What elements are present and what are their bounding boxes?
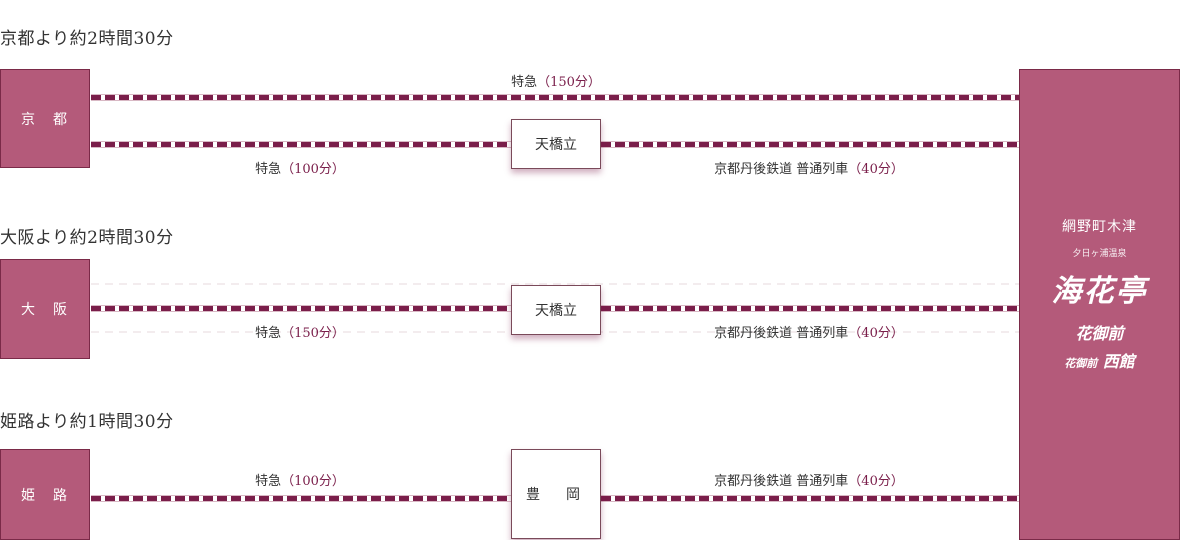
himeji-tango-name: 京都丹後鉄道 普通列車 bbox=[714, 474, 849, 489]
himeji-express-minutes: （100分） bbox=[281, 474, 345, 489]
kyoto-tango-rail bbox=[601, 142, 1019, 147]
kyoto-route-title: 京都より約2時間30分 bbox=[0, 29, 174, 49]
himeji-transfer-toyooka: 豊 岡 bbox=[511, 449, 601, 539]
destination-area: 網野町木津 bbox=[1062, 219, 1137, 235]
himeji-express-name: 特急 bbox=[255, 474, 282, 489]
osaka-express-label: 特急（150分） bbox=[255, 322, 345, 341]
kyoto-express-label: 特急（100分） bbox=[255, 158, 345, 177]
kyoto-express-minutes: （100分） bbox=[281, 162, 345, 177]
destination-onsen: 夕日ヶ浦温泉 bbox=[1072, 249, 1127, 259]
destination-annex-2-name: 西館 bbox=[1102, 352, 1135, 371]
kyoto-tango-label: 京都丹後鉄道 普通列車（40分） bbox=[714, 158, 904, 177]
osaka-express-minutes: （150分） bbox=[281, 326, 345, 341]
kyoto-station-box: 京 都 bbox=[0, 69, 90, 168]
himeji-route-title: 姫路より約1時間30分 bbox=[0, 412, 174, 432]
osaka-tango-rail bbox=[601, 306, 1019, 311]
destination-annex-2: 花御前 西館 bbox=[1020, 348, 1179, 372]
kyoto-direct-express-minutes: （150分） bbox=[537, 75, 601, 90]
himeji-tango-rail bbox=[601, 496, 1019, 501]
himeji-express-rail bbox=[91, 496, 511, 501]
osaka-tango-minutes: （40分） bbox=[848, 326, 904, 341]
himeji-tango-minutes: （40分） bbox=[848, 474, 904, 489]
destination-annex-1: 花御前 bbox=[1075, 324, 1124, 343]
kyoto-tango-name: 京都丹後鉄道 普通列車 bbox=[714, 162, 849, 177]
himeji-express-label: 特急（100分） bbox=[255, 470, 345, 489]
kyoto-direct-express-label: 特急（150分） bbox=[511, 71, 601, 90]
kyoto-direct-express-name: 特急 bbox=[511, 75, 538, 90]
osaka-tango-name: 京都丹後鉄道 普通列車 bbox=[714, 326, 849, 341]
destination-box: 網野町木津 夕日ヶ浦温泉 海花亭 花御前 花御前 西館 bbox=[1019, 69, 1180, 540]
destination-hotel-name: 海花亭 bbox=[1051, 274, 1148, 309]
destination-annex-2-prefix: 花御前 bbox=[1064, 357, 1098, 370]
osaka-transfer-amanohashidate: 天橋立 bbox=[511, 285, 601, 335]
himeji-station-box: 姫 路 bbox=[0, 449, 90, 540]
osaka-express-rail bbox=[91, 306, 511, 311]
osaka-ghost-line-top bbox=[91, 283, 1019, 285]
osaka-station-box: 大 阪 bbox=[0, 259, 90, 359]
osaka-route-title: 大阪より約2時間30分 bbox=[0, 228, 174, 248]
kyoto-tango-minutes: （40分） bbox=[848, 162, 904, 177]
kyoto-express-name: 特急 bbox=[255, 162, 282, 177]
kyoto-express-rail bbox=[91, 142, 511, 147]
kyoto-direct-rail bbox=[91, 95, 1019, 100]
osaka-express-name: 特急 bbox=[255, 326, 282, 341]
osaka-tango-label: 京都丹後鉄道 普通列車（40分） bbox=[714, 322, 904, 341]
kyoto-transfer-amanohashidate: 天橋立 bbox=[511, 119, 601, 169]
himeji-tango-label: 京都丹後鉄道 普通列車（40分） bbox=[714, 470, 904, 489]
